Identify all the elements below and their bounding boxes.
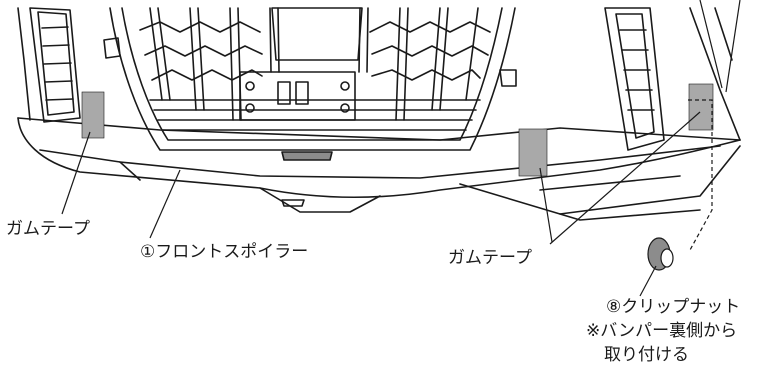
left-headlamp: [29, 7, 81, 123]
gum-tape-patches: [81, 83, 714, 177]
note-line1: ※バンパー裏側から: [586, 321, 738, 341]
label-gum-tape-left: ガムテープ: [6, 219, 90, 239]
right-headlamp: [604, 7, 665, 151]
label-clip-nut: ⑧クリップナット: [606, 297, 741, 317]
front-spoiler: [17, 117, 741, 221]
label-gum-tape-center: ガムテープ: [448, 248, 532, 268]
clip-nut: [647, 237, 674, 271]
label-front-spoiler: ①フロントスポイラー: [140, 242, 309, 262]
leader-lines: [61, 0, 741, 297]
plate-mount: [239, 7, 363, 121]
note-line2: 取り付ける: [604, 345, 689, 365]
grille: [103, 7, 517, 151]
